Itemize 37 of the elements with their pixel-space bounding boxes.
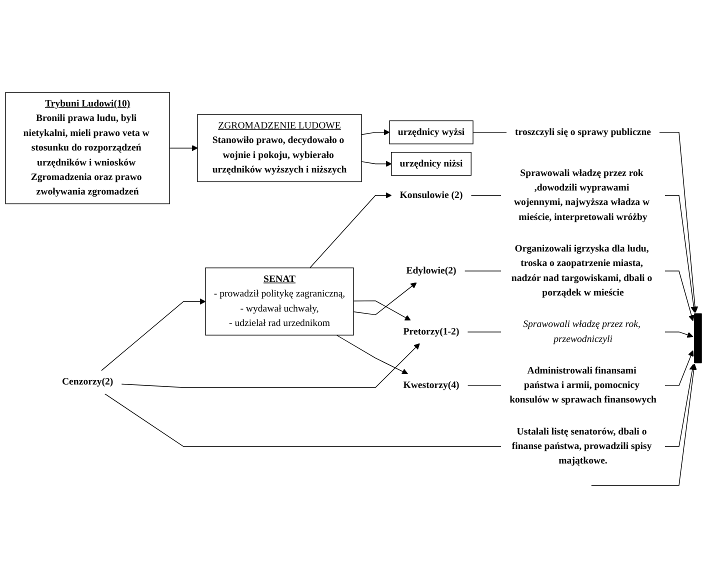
node-box: SENAT - prowadził politykę zagraniczną, - wydawał uchwały, - udzielał rad urzednikom: [205, 268, 354, 336]
connector: [472, 132, 507, 133]
arrow: [659, 132, 698, 313]
connector: [464, 270, 502, 272]
node-text: troszczyli się o sprawy publiczne: [515, 127, 652, 138]
arrow: [100, 298, 206, 372]
arrow: [664, 195, 697, 313]
arrow: [664, 350, 694, 386]
arrow: [591, 364, 697, 486]
node-text: Konsulowie (2): [400, 190, 463, 201]
node-text: Ustalali listę senatorów, dbali o finanse państwa, prowadzili spisy majątkowe.: [512, 426, 652, 466]
node-text: Edylowie(2): [406, 266, 456, 276]
node-text: Sprawowali władzę przez rok, przewodniczyli: [523, 319, 640, 345]
arrow: [664, 332, 694, 338]
arrow: [353, 300, 411, 321]
node-box: urzędnicy niżsi: [391, 152, 472, 176]
node-text: Sprawowali władzę przez rok ,dowodzili wyprawami wojennymi, najwyższa władza w mieście, interpretowali wróżby: [514, 168, 650, 223]
node-box: Trybuni Ludowi(10) Bronili prawa ludu, byli nietykalni, mieli prawo veta w stosunku do rozporządzeń urzędników i wniosków Zgromadzenia oraz prawo zwoływania zgromadzeń: [5, 92, 170, 204]
connector: [467, 385, 502, 386]
node-text: Pretorzy(1-2): [403, 326, 460, 338]
node-text: Cenzorzy(2): [62, 376, 114, 388]
arrow: [336, 334, 408, 374]
arrow: [664, 270, 694, 322]
arrow: [121, 343, 420, 388]
node-box: urzędnicy wyżsi: [389, 120, 474, 144]
node-box: ZGROMADZENIE LUDOWE Stanowiło prawo, decydowało o wojnie i pokoju, wybierało urzędników wyższych i niższych: [197, 114, 362, 182]
arrow: [310, 192, 392, 268]
arrow: [361, 129, 390, 136]
node-text: Kwestorzy(4): [403, 380, 460, 391]
node-text: Organizowali igrzyska dla ludu, troska o zaopatrzenie miasta, nadzór nad targowiskami, dbali o porządek w mieście: [511, 244, 652, 298]
arrow: [664, 364, 696, 447]
arrow: [353, 282, 417, 316]
connector: [470, 195, 502, 196]
connector: [104, 393, 502, 447]
arrow: [361, 160, 392, 167]
arrow: [169, 145, 198, 152]
node-text: Administrowali finansami państwa i armii, pomocnicy konsulów w sprawach finansowych: [510, 366, 656, 406]
